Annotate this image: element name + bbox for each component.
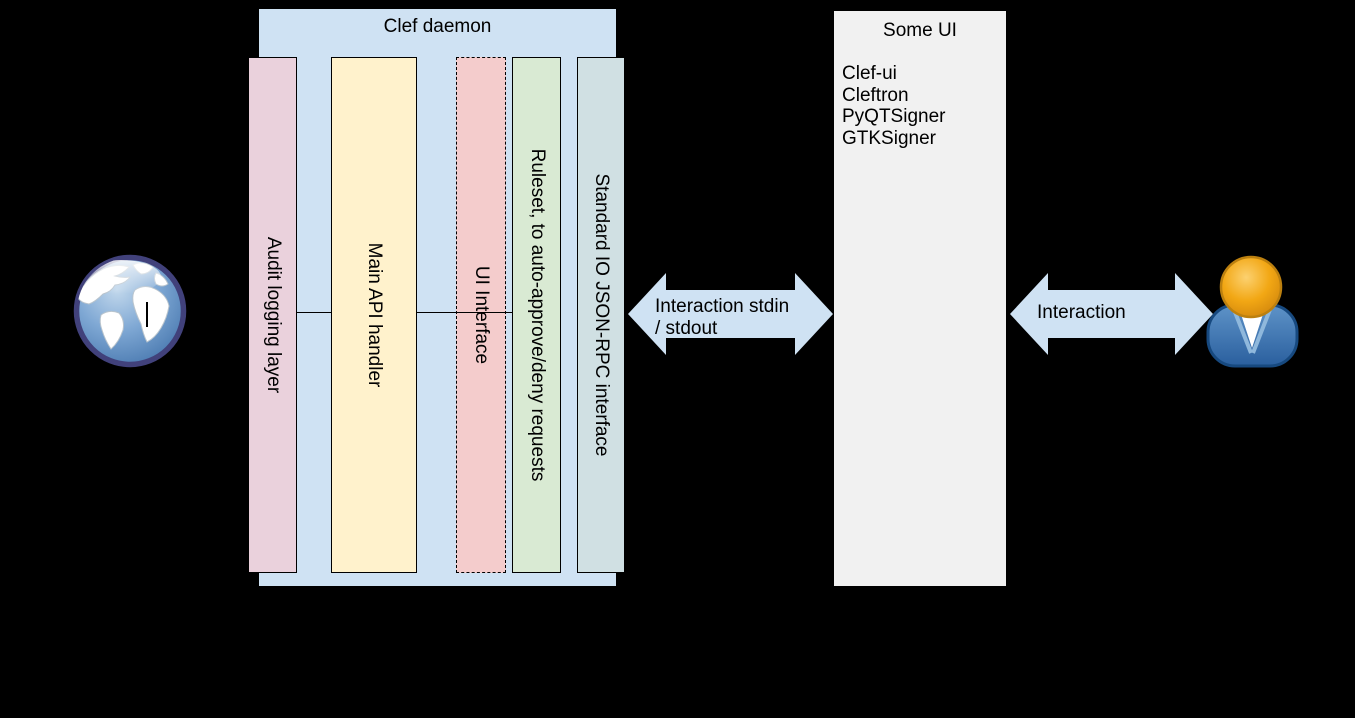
double-arrow-shape (1010, 273, 1213, 355)
clef-bar-label: Audit logging layer (262, 236, 284, 394)
globe-icon (73, 254, 187, 368)
user-icon (1206, 255, 1299, 368)
clef-daemon-box: Clef daemon (258, 8, 617, 587)
globe-connector-line (148, 312, 512, 313)
some-ui-list-item: PyQTSigner (842, 106, 946, 127)
clef-bar-main-api-handler: Main API handler (331, 57, 417, 573)
stdio-arrow-label: Interaction stdin / stdout (655, 296, 789, 340)
clef-bar-label: Main API handler (364, 242, 385, 388)
clef-bar-label: Ruleset, to auto-approve/deny requests (526, 148, 548, 482)
some-ui-list: Clef-ui Cleftron PyQTSigner GTKSigner (842, 63, 945, 149)
globe-connector-endpoint (146, 302, 148, 327)
double-arrow-shape (628, 273, 833, 355)
interaction-arrow (1010, 273, 1213, 355)
clef-bar-label: Standard IO JSON-RPC interface (591, 173, 612, 457)
stdio-arrow-label-line2: / stdout (655, 318, 718, 339)
some-ui-list-item: Cleftron (842, 84, 909, 106)
some-ui-list-item: GTKSigner (842, 127, 936, 149)
clef-bar-stdio-jsonrpc: Standard IO JSON-RPC interface (577, 57, 625, 573)
stdio-arrow (628, 273, 833, 355)
some-ui-box: Some UI Clef-ui Cleftron PyQTSigner GTKS… (833, 10, 1007, 587)
clef-bar-label: UI Interface (471, 265, 492, 365)
some-ui-title: Some UI (883, 20, 957, 41)
clef-bar-audit-logging: Audit logging layer (248, 57, 297, 573)
interaction-arrow-label: Interaction (1037, 302, 1126, 323)
clef-bar-ruleset: Ruleset, to auto-approve/deny requests (512, 57, 561, 573)
some-ui-list-item: Clef-ui (842, 63, 897, 84)
clef-bar-ui-interface: UI Interface (456, 57, 506, 573)
stdio-arrow-label-line1: Interaction stdin (655, 296, 790, 317)
clef-daemon-title: Clef daemon (383, 16, 492, 37)
